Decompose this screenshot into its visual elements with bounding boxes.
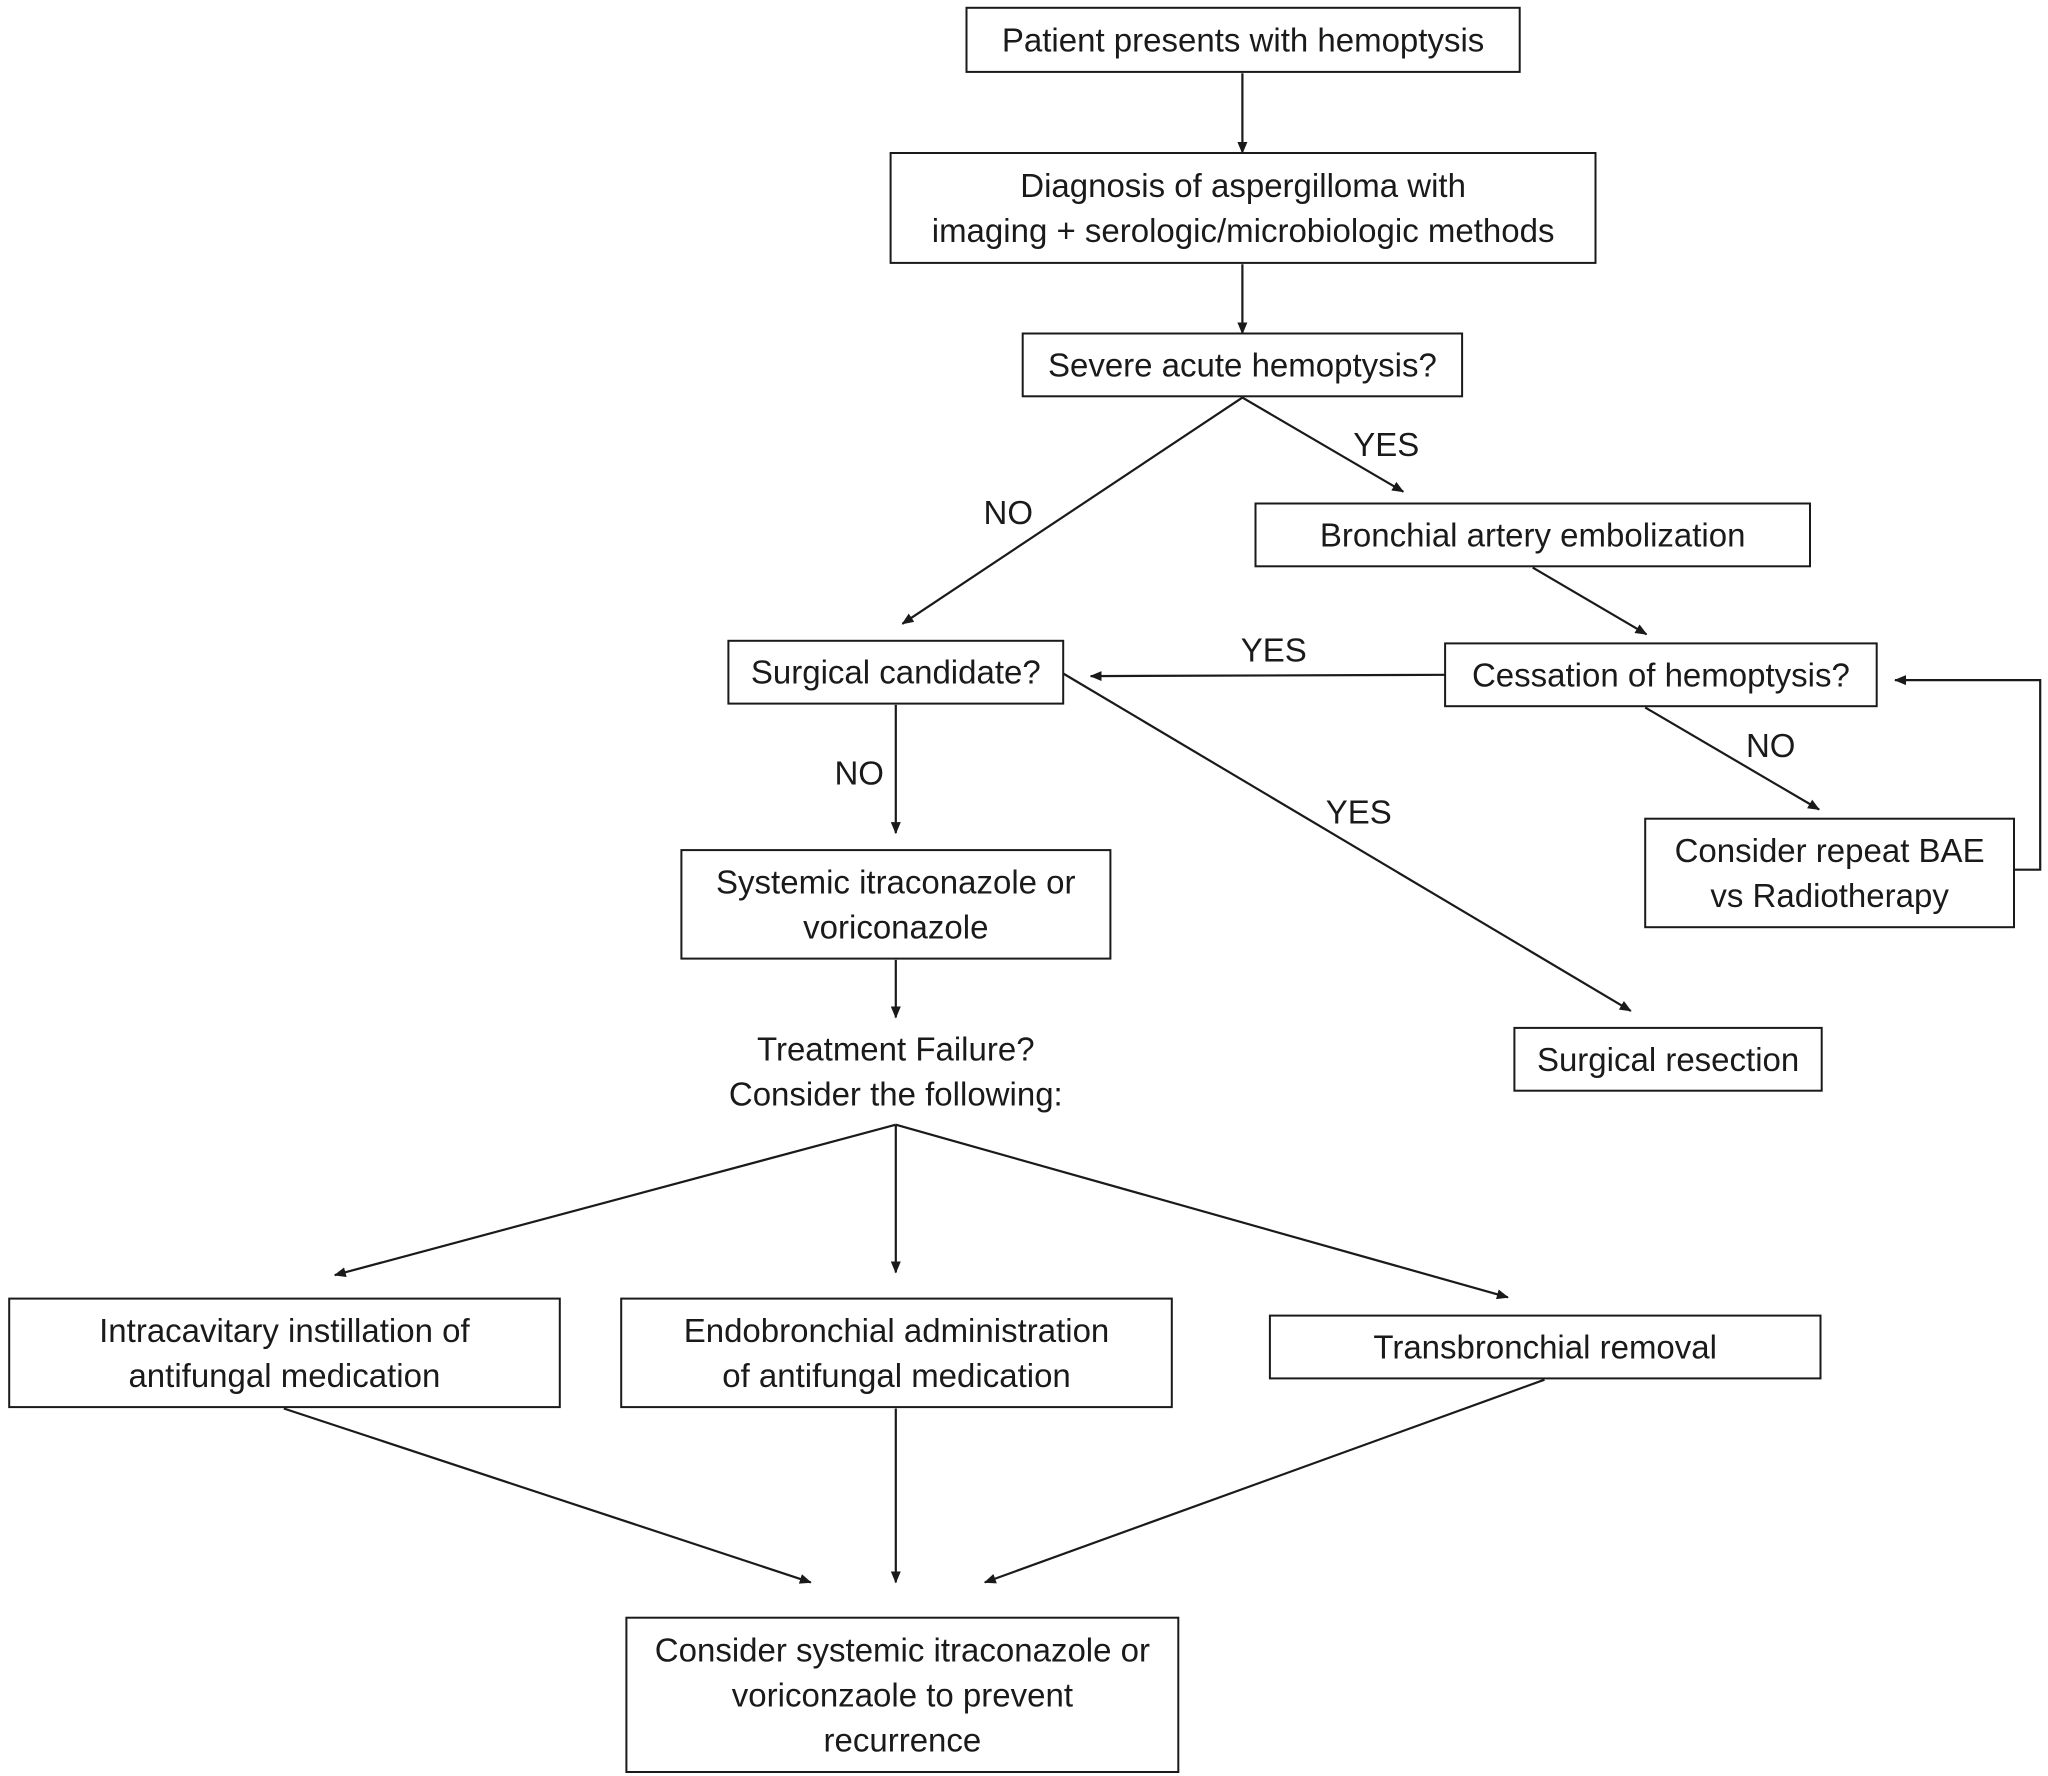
edge-label-cessation-to-repeat: NO (1746, 727, 1796, 764)
edge-severe-to-bae (1241, 396, 1405, 493)
edge-cessation-to-surgical (1089, 671, 1446, 682)
node-text-line: vs Radiotherapy (1710, 877, 1949, 914)
arrow-cessation-to-repeat (1644, 706, 1820, 811)
node-box (8, 1297, 561, 1409)
arrow-repeat-to-cessation (1894, 675, 2042, 871)
node-box (727, 639, 1065, 705)
edge-repeat-to-cessation (1894, 675, 2042, 871)
node-text-line: antifungal medication (128, 1357, 440, 1394)
arrow-transbronchial-to-prevent (983, 1378, 1545, 1584)
arrow-severe-to-surgical (901, 396, 1244, 625)
arrow-failure-to-intracavitary (333, 1123, 897, 1278)
edge-severe-to-surgical (901, 396, 1244, 625)
node-text-line: Intracavitary instillation of (99, 1312, 470, 1349)
node-box (1021, 332, 1464, 398)
node-text-line: Patient presents with hemoptysis (1002, 21, 1484, 58)
node-text-line: voriconzaole to prevent (732, 1676, 1073, 1713)
node-text-line: Cessation of hemoptysis? (1472, 656, 1850, 693)
node-box (680, 849, 1112, 960)
node-transbronchial: Transbronchial removal (1268, 1314, 1822, 1380)
arrow-cessation-to-surgical (1089, 671, 1446, 682)
edge-label-severe-to-bae: YES (1353, 426, 1419, 463)
edge-labels-layer: NO YES YES NO NO YES (834, 426, 1795, 830)
node-presents: Patient presents with hemoptysis (965, 6, 1521, 73)
edge-cessation-to-repeat (1644, 706, 1820, 811)
node-text-line: Systemic itraconazole or (716, 863, 1075, 900)
nodes-layer: Patient presents with hemoptysisDiagnosi… (8, 6, 2015, 1773)
node-text-line: Treatment Failure? (757, 1031, 1035, 1068)
node-text-line: Surgical resection (1537, 1041, 1799, 1078)
edge-label-surgical-to-resection: YES (1326, 794, 1392, 831)
edge-label-text: NO (1746, 727, 1796, 764)
node-systemic: Systemic itraconazole or voriconazole (680, 849, 1112, 960)
node-intracavitary: Intracavitary instillation of antifungal … (8, 1297, 561, 1409)
edge-surgical-to-resection (1062, 672, 1632, 1012)
node-failure: Treatment Failure? Consider the following… (729, 1031, 1063, 1113)
node-text-line: imaging + serologic/microbiologic method… (932, 212, 1555, 249)
edge-label-text: NO (834, 754, 884, 791)
node-text-line: Endobronchial administration (684, 1312, 1110, 1349)
node-text-line: recurrence (824, 1721, 982, 1758)
edge-bae-to-cessation (1532, 566, 1648, 636)
edge-intracavitary-to-prevent (283, 1407, 812, 1584)
edge-label-surgical-to-systemic: NO (834, 754, 884, 791)
node-box (1254, 502, 1811, 568)
edge-label-text: NO (984, 494, 1034, 531)
node-text-line: Consider repeat BAE (1675, 832, 1985, 869)
node-text-line: Bronchial artery embolization (1320, 516, 1746, 553)
node-box (1444, 642, 1878, 708)
node-text-line: Transbronchial removal (1373, 1329, 1717, 1366)
node-repeat: Consider repeat BAE vs Radiotherapy (1644, 817, 2015, 929)
node-surgical-candidate: Surgical candidate? (727, 639, 1065, 705)
edge-label-text: YES (1353, 426, 1419, 463)
node-box (1513, 1026, 1823, 1092)
node-text-line: Severe acute hemoptysis? (1048, 346, 1437, 383)
node-bae: Bronchial artery embolization (1254, 502, 1811, 568)
node-text-line: of antifungal medication (722, 1357, 1071, 1394)
node-text-line: Consider systemic itraconazole or (655, 1631, 1150, 1668)
edge-failure-to-intracavitary (333, 1123, 897, 1278)
node-resection: Surgical resection (1513, 1026, 1823, 1092)
arrow-failure-to-transbronchial (895, 1123, 1509, 1300)
edge-transbronchial-to-prevent (983, 1378, 1545, 1584)
edge-label-text: YES (1241, 632, 1307, 669)
node-severe: Severe acute hemoptysis? (1021, 332, 1464, 398)
arrow-surgical-to-resection (1062, 672, 1632, 1012)
edges-layer (283, 73, 2042, 1584)
node-text-line: Surgical candidate? (751, 654, 1041, 691)
arrow-severe-to-bae (1241, 396, 1405, 493)
node-cessation: Cessation of hemoptysis? (1444, 642, 1878, 708)
node-box (1644, 817, 2015, 929)
node-text-line: Diagnosis of aspergilloma with (1020, 167, 1466, 204)
node-text-line: voriconazole (803, 908, 988, 945)
node-box (620, 1297, 1173, 1409)
node-endobronchial: Endobronchial administration of antifunga… (620, 1297, 1173, 1409)
node-box (1268, 1314, 1822, 1380)
node-prevent: Consider systemic itraconazole or voricon… (625, 1616, 1180, 1773)
node-box (625, 1616, 1180, 1773)
arrow-intracavitary-to-prevent (283, 1407, 812, 1584)
edge-label-text: YES (1326, 794, 1392, 831)
node-text-line: Consider the following: (729, 1076, 1063, 1113)
edge-label-cessation-to-surgical: YES (1241, 632, 1307, 669)
arrow-bae-to-cessation (1532, 566, 1648, 636)
edge-failure-to-transbronchial (895, 1123, 1509, 1300)
node-box (965, 6, 1521, 73)
edge-label-severe-to-surgical: NO (984, 494, 1034, 531)
node-box (889, 152, 1597, 264)
node-diagnosis: Diagnosis of aspergilloma with imaging + … (889, 152, 1597, 264)
